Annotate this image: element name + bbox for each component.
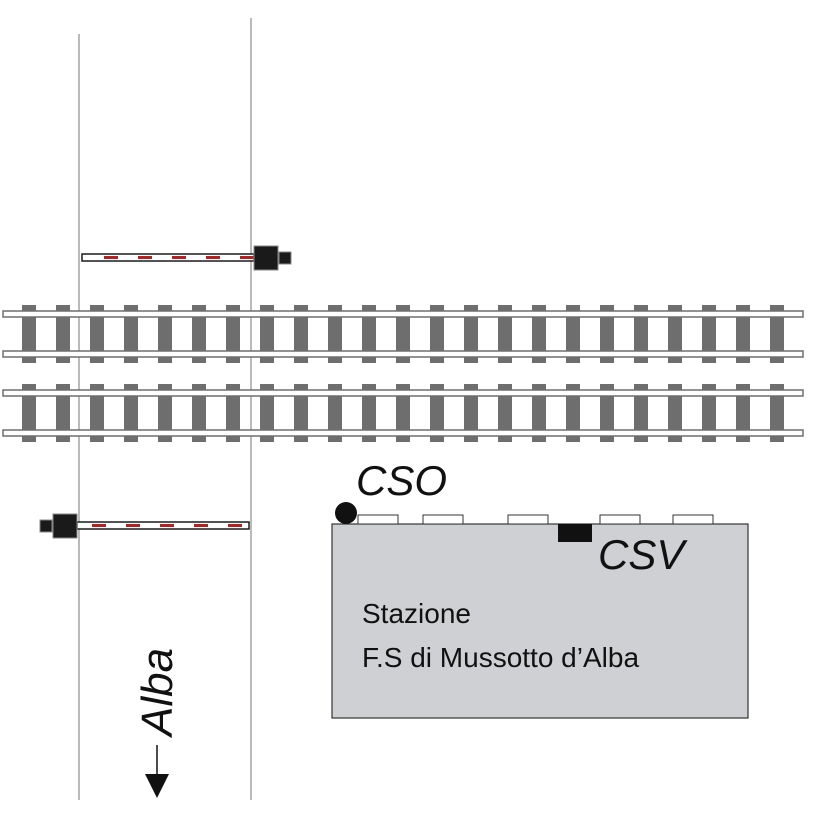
track-sleeper bbox=[736, 384, 750, 442]
barrier-stripe bbox=[206, 256, 220, 259]
barrier-lower-counterweight bbox=[39, 519, 53, 533]
track-sleeper bbox=[328, 384, 342, 442]
track-sleeper bbox=[430, 384, 444, 442]
barrier-stripe bbox=[228, 524, 242, 527]
platform-marker bbox=[599, 514, 641, 525]
track-sleeper bbox=[668, 305, 682, 363]
track-sleeper bbox=[260, 384, 274, 442]
track-sleeper bbox=[294, 384, 308, 442]
platform-marker bbox=[357, 514, 399, 525]
barrier-lower-stripes bbox=[92, 524, 242, 527]
track-sleeper bbox=[192, 384, 206, 442]
station-name-line2: F.S di Mussotto d’Alba bbox=[362, 642, 639, 673]
track-sleeper bbox=[124, 305, 138, 363]
track-rail bbox=[2, 429, 804, 437]
track-sleeper bbox=[56, 384, 70, 442]
track-sleeper bbox=[158, 305, 172, 363]
station-building bbox=[331, 523, 749, 719]
track-sleeper bbox=[566, 384, 580, 442]
csv-label: CSV bbox=[598, 531, 688, 578]
barrier-upper bbox=[81, 245, 292, 271]
barrier-stripe bbox=[194, 524, 208, 527]
track-sleeper bbox=[226, 305, 240, 363]
railway-track-upper bbox=[2, 305, 804, 363]
track-sleeper bbox=[464, 305, 478, 363]
track-sleeper bbox=[22, 384, 36, 442]
station-name-line1: Stazione bbox=[362, 598, 471, 629]
track-sleeper bbox=[294, 305, 308, 363]
track-sleeper bbox=[430, 305, 444, 363]
track-sleeper bbox=[532, 384, 546, 442]
station-platform-markers bbox=[357, 514, 714, 525]
barrier-stripe bbox=[240, 256, 254, 259]
track-sleeper bbox=[260, 305, 274, 363]
track-sleeper bbox=[396, 384, 410, 442]
track-sleeper bbox=[328, 305, 342, 363]
direction-label: Alba bbox=[133, 648, 182, 739]
track-sleeper bbox=[362, 384, 376, 442]
track-sleeper bbox=[532, 305, 546, 363]
barrier-upper-stripes bbox=[104, 256, 254, 259]
barrier-upper-counterweight bbox=[278, 251, 292, 265]
csv-marker-icon bbox=[558, 524, 592, 542]
barrier-upper-body bbox=[253, 245, 279, 271]
track-sleeper bbox=[668, 384, 682, 442]
track-sleeper bbox=[90, 305, 104, 363]
track-rail bbox=[2, 350, 804, 358]
track-sleeper bbox=[600, 384, 614, 442]
barrier-lower bbox=[39, 513, 250, 539]
platform-marker bbox=[422, 514, 464, 525]
barrier-stripe bbox=[172, 256, 186, 259]
track-sleeper bbox=[22, 305, 36, 363]
track-rail bbox=[2, 310, 804, 318]
platform-marker bbox=[507, 514, 549, 525]
platform-marker bbox=[672, 514, 714, 525]
track-sleeper bbox=[362, 305, 376, 363]
track-rail bbox=[2, 389, 804, 397]
track-sleeper bbox=[56, 305, 70, 363]
track-sleeper bbox=[498, 305, 512, 363]
barrier-lower-body bbox=[52, 513, 78, 539]
track-sleeper bbox=[702, 305, 716, 363]
barrier-stripe bbox=[92, 524, 106, 527]
direction-arrow-icon bbox=[145, 774, 169, 798]
track-sleeper bbox=[192, 305, 206, 363]
cso-label: CSO bbox=[356, 457, 447, 504]
barrier-stripe bbox=[138, 256, 152, 259]
cso-marker-icon bbox=[335, 502, 357, 524]
track-sleeper bbox=[702, 384, 716, 442]
track-sleeper bbox=[566, 305, 580, 363]
barrier-stripe bbox=[160, 524, 174, 527]
track-sleeper bbox=[464, 384, 478, 442]
railway-track-lower bbox=[2, 384, 804, 442]
track-sleeper bbox=[124, 384, 138, 442]
barrier-stripe bbox=[126, 524, 140, 527]
track-sleeper bbox=[498, 384, 512, 442]
track-sleeper bbox=[634, 384, 648, 442]
track-sleeper bbox=[226, 384, 240, 442]
track-sleeper bbox=[158, 384, 172, 442]
track-sleeper bbox=[736, 305, 750, 363]
track-sleeper bbox=[600, 305, 614, 363]
track-sleeper bbox=[770, 384, 784, 442]
track-sleeper bbox=[634, 305, 648, 363]
track-sleeper bbox=[770, 305, 784, 363]
track-sleeper bbox=[90, 384, 104, 442]
barrier-stripe bbox=[104, 256, 118, 259]
track-sleeper bbox=[396, 305, 410, 363]
